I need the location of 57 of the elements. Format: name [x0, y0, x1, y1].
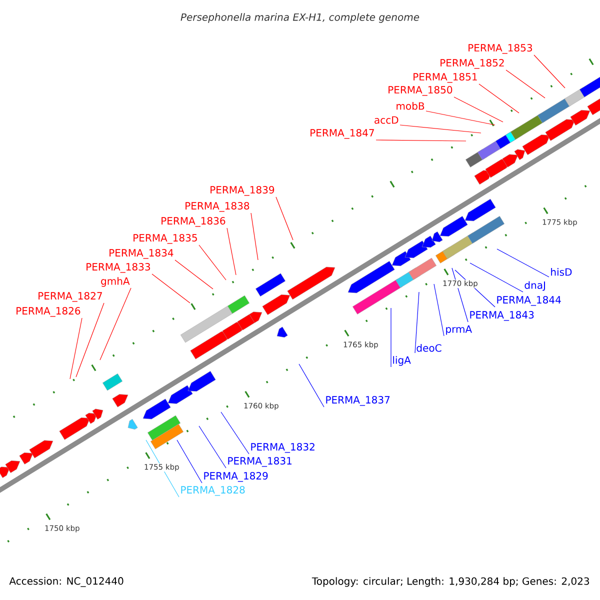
gene-label: mobB: [396, 102, 424, 110]
leader-line: [298, 364, 324, 408]
leader-line: [70, 318, 82, 380]
leader-line: [496, 248, 550, 278]
leader-line: [220, 412, 250, 454]
leader-line: [276, 196, 294, 240]
leader-line: [506, 70, 546, 98]
gene-label: hisD: [551, 268, 572, 276]
gene-label: PERMA_1838: [186, 202, 250, 212]
gene-label: PERMA_1831: [228, 457, 292, 467]
gene-label: PERMA_1832: [251, 443, 314, 453]
gene-label: PERMA_1828: [181, 486, 245, 496]
leader-line: [176, 440, 202, 484]
leader-line: [534, 54, 566, 88]
leader-line: [198, 426, 226, 468]
gene-label: PERMA_1847: [310, 129, 374, 139]
leader-line: [100, 288, 132, 360]
gene-label: PERMA_1851: [414, 73, 477, 83]
leader-line: [426, 110, 496, 126]
gene-label: PERMA_1837: [326, 396, 390, 406]
leader-line: [250, 212, 258, 260]
gene-label: PERMA_1852: [440, 59, 504, 69]
leader-line: [390, 308, 392, 368]
gene-label: dnaJ: [524, 281, 545, 291]
leader-line: [452, 268, 468, 322]
gene-label: PERMA_1833: [86, 263, 150, 273]
gene-label: ligA: [393, 356, 411, 366]
gene-label: gmhA: [101, 277, 130, 287]
gene-label: PERMA_1827: [38, 292, 102, 302]
gene-label: PERMA_1844: [497, 296, 561, 306]
gene-label: PERMA_1850: [388, 86, 452, 96]
gene-label: prmA: [446, 325, 472, 335]
gene-label: PERMA_1829: [204, 472, 268, 482]
leader-line: [174, 260, 214, 290]
accession-text: Accession: NC_012440: [9, 577, 124, 587]
leader-line: [198, 244, 226, 280]
leader-line: [152, 274, 190, 304]
leader-line: [76, 302, 104, 378]
genome-info-text: Topology: circular; Length: 1,930,284 bp; Genes: 2,023: [312, 577, 589, 587]
leader-line: [376, 140, 466, 142]
leader-line: [414, 292, 420, 354]
leader-line: [478, 84, 520, 114]
gene-label: PERMA_1843: [470, 311, 534, 321]
gene-label: PERMA_1826: [16, 307, 80, 317]
leader-line: [454, 96, 504, 122]
gene-label: PERMA_1839: [210, 186, 274, 196]
leader-line: [434, 284, 444, 336]
gene-label: PERMA_1835: [134, 234, 197, 244]
leader-line: [470, 262, 524, 292]
leader-line: [400, 124, 482, 134]
gene-label: accD: [374, 116, 398, 124]
gene-label: PERMA_1853: [468, 44, 532, 54]
leader-line: [226, 228, 236, 276]
title: Persephonella marina EX-H1, complete genome: [180, 13, 420, 23]
gene-label: deoC: [416, 344, 442, 352]
gene-label: PERMA_1836: [162, 217, 226, 227]
gene-label: PERMA_1834: [110, 249, 174, 259]
